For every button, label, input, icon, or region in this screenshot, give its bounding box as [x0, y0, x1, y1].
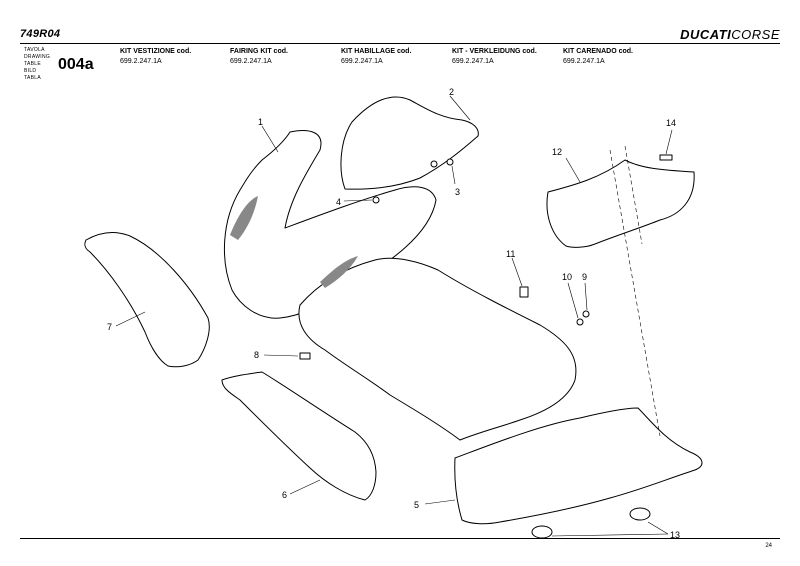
- kit-es: KIT CARENADO cod. 699.2.247.1A: [563, 47, 673, 67]
- kit-code: 699.2.247.1A: [452, 58, 494, 65]
- callout-10: 10: [562, 272, 572, 282]
- washer-part: [582, 310, 590, 318]
- vent-detail: [320, 256, 358, 288]
- side-panel-left-part: [84, 232, 210, 368]
- kit-de: KIT - VERKLEIDUNG cod. 699.2.247.1A: [452, 47, 562, 67]
- vent-detail: [230, 196, 258, 240]
- footer-rule: [20, 538, 780, 539]
- heat-shield-part: [546, 159, 695, 248]
- screw-part: [372, 196, 380, 204]
- table-label: TABLA: [24, 75, 41, 81]
- upper-fairing-part: [224, 130, 437, 319]
- kit-title: KIT HABILLAGE cod.: [341, 48, 412, 55]
- kit-title: FAIRING KIT cod.: [230, 48, 288, 55]
- clip-part: [519, 286, 529, 298]
- kit-title: KIT CARENADO cod.: [563, 48, 633, 55]
- kit-fr: KIT HABILLAGE cod. 699.2.247.1A: [341, 47, 451, 67]
- callout-11: 11: [506, 249, 515, 259]
- callout-8: 8: [254, 350, 259, 360]
- page-number: 24: [765, 543, 772, 549]
- screw-part: [299, 352, 311, 360]
- kit-title: KIT VESTIZIONE cod.: [120, 48, 192, 55]
- brand-light: CORSE: [731, 27, 780, 42]
- callout-5: 5: [414, 500, 419, 510]
- callout-9: 9: [582, 272, 587, 282]
- callout-7: 7: [107, 322, 112, 332]
- header-rule: [20, 43, 780, 44]
- callout-14: 14: [666, 118, 676, 128]
- callout-4: 4: [336, 197, 341, 207]
- kit-it: KIT VESTIZIONE cod. 699.2.247.1A: [120, 47, 230, 67]
- screw-part: [446, 158, 454, 166]
- callout-1: 1: [258, 117, 263, 127]
- table-label: TABLE: [24, 61, 41, 67]
- kit-code: 699.2.247.1A: [341, 58, 383, 65]
- belly-pan-part: [454, 407, 703, 525]
- side-panel-lower-part: [221, 371, 377, 501]
- model-code: 749R04: [20, 28, 61, 40]
- callout-6: 6: [282, 490, 287, 500]
- kit-code: 699.2.247.1A: [230, 58, 272, 65]
- screw-part: [659, 154, 673, 161]
- kit-en: FAIRING KIT cod. 699.2.247.1A: [230, 47, 340, 67]
- table-label: DRAWING: [24, 54, 51, 60]
- lower-fairing-part: [298, 257, 577, 441]
- callout-2: 2: [449, 87, 454, 97]
- callout-12: 12: [552, 147, 562, 157]
- callout-13: 13: [670, 530, 680, 540]
- windscreen-part: [340, 96, 479, 190]
- table-number: 004a: [58, 56, 94, 73]
- grommet-part: [531, 525, 553, 539]
- callout-3: 3: [455, 187, 460, 197]
- grommet-part: [629, 507, 651, 521]
- brand-bold: DUCATI: [680, 27, 732, 42]
- screw-part: [576, 318, 584, 326]
- table-labels: TAVOLA DRAWING TABLE BILD TABLA: [24, 47, 50, 82]
- washer-part: [430, 160, 438, 168]
- table-label: TAVOLA: [24, 47, 45, 53]
- table-label: BILD: [24, 68, 37, 74]
- brand-logo: DUCATICORSE: [680, 27, 780, 42]
- kit-title: KIT - VERKLEIDUNG cod.: [452, 48, 537, 55]
- kit-code: 699.2.247.1A: [563, 58, 605, 65]
- kit-code: 699.2.247.1A: [120, 58, 162, 65]
